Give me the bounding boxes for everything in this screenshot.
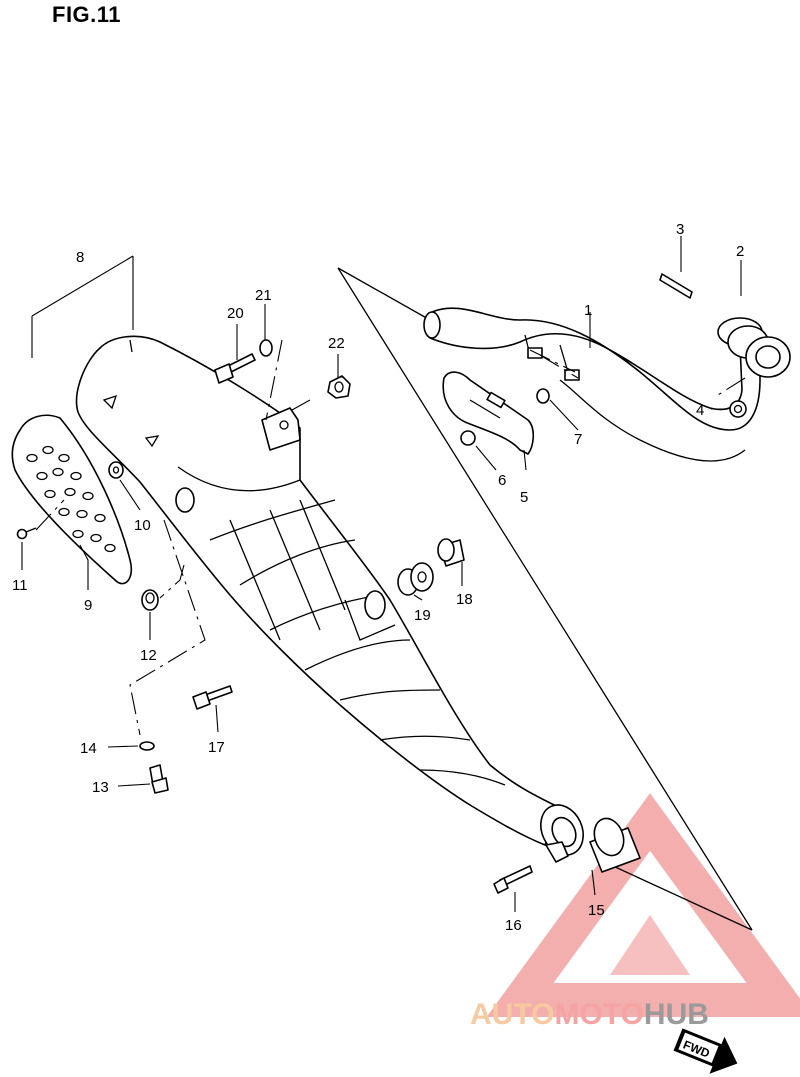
nut-22	[327, 375, 351, 399]
leader-lines	[21, 236, 746, 912]
callout-22: 22	[328, 335, 345, 352]
watermark-text: AUTOMOTOHUB	[470, 998, 709, 1031]
muffler-body	[75, 335, 561, 846]
bolt-13	[149, 764, 169, 794]
callout-5: 5	[520, 489, 528, 506]
callout-17: 17	[208, 739, 225, 756]
bolt-16	[493, 865, 533, 894]
collar-18	[437, 538, 465, 567]
callout-8: 8	[76, 249, 84, 266]
callout-16: 16	[505, 917, 522, 934]
callout-11: 11	[12, 577, 28, 594]
callout-9: 9	[84, 597, 92, 614]
callout-6: 6	[498, 472, 506, 489]
flange-nut	[729, 400, 747, 418]
watermark-logo	[486, 793, 800, 1017]
washer-21	[259, 339, 273, 357]
washer-7	[536, 388, 550, 404]
callout-3: 3	[676, 221, 684, 238]
muffler-mount-lug	[261, 407, 301, 451]
callout-labels: 1 2 3 4 5 6 7 8 9 10 11 12 13 14 15 16 1…	[12, 221, 744, 934]
callout-15: 15	[588, 902, 605, 919]
callout-18: 18	[456, 591, 473, 608]
callout-14: 14	[80, 740, 97, 757]
svg-text:AUTOMOTOHUB: AUTOMOTOHUB	[470, 998, 709, 1031]
watermark-part-hub: HUB	[644, 998, 709, 1031]
callout-7: 7	[574, 431, 582, 448]
bolt-6	[460, 430, 476, 446]
callout-1: 1	[584, 302, 592, 319]
washer-10	[108, 461, 124, 479]
callout-10: 10	[134, 517, 151, 534]
bolt-17	[192, 685, 233, 710]
spark-arrester	[589, 817, 641, 873]
figure-title: FIG.11	[52, 2, 122, 27]
grommet-19	[397, 562, 434, 596]
heat-shield-bracket	[442, 371, 535, 455]
washer-14	[139, 741, 155, 751]
frame-lines	[337, 267, 753, 931]
callout-4: 4	[696, 402, 704, 419]
stud-bolt	[659, 273, 693, 299]
callout-20: 20	[227, 305, 244, 322]
vent-holes	[26, 445, 116, 553]
exhaust-flange	[717, 317, 791, 378]
bolt-20	[214, 353, 256, 384]
heat-shield-plate	[11, 414, 133, 585]
callout-19: 19	[414, 607, 431, 624]
callout-21: 21	[255, 287, 272, 304]
callout-2: 2	[736, 243, 744, 260]
tailpipe	[540, 804, 584, 863]
watermark-part-moto: MOTO	[554, 998, 643, 1031]
cushion-12	[141, 589, 159, 611]
callout-13: 13	[92, 779, 109, 796]
watermark-part-auto: AUTO	[470, 998, 554, 1031]
fwd-arrow-badge: FWD	[673, 1028, 738, 1074]
screw-11	[16, 527, 37, 540]
callout-12: 12	[140, 647, 157, 664]
